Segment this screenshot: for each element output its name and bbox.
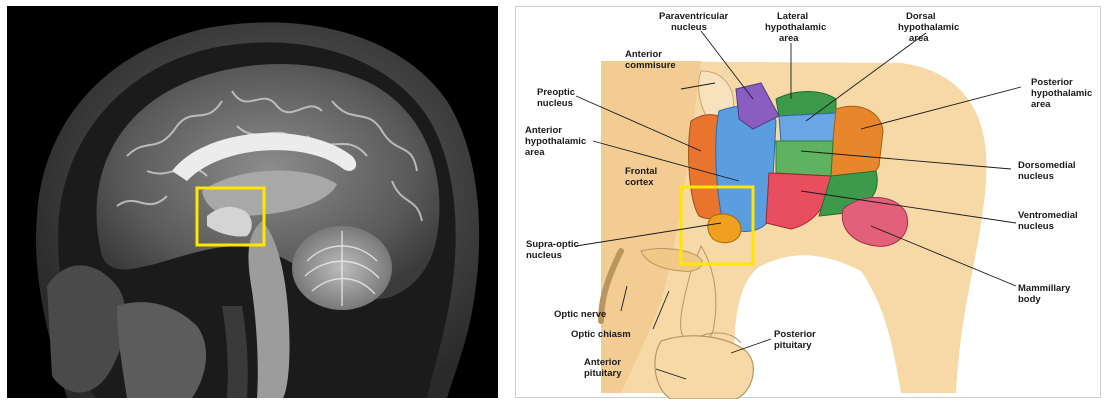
diagram-drawing: Paraventricular nucleus Lateral hypothal… — [516, 7, 1102, 399]
label-preoptic-1: Preoptic — [537, 87, 575, 98]
label-dorsomedial-2: nucleus — [1018, 171, 1054, 182]
label-dorsal-3: area — [909, 33, 929, 44]
label-anterior-hypothalamic-2: hypothalamic — [525, 136, 586, 147]
label-optic-nerve: Optic nerve — [554, 309, 606, 320]
label-lateral-2: hypothalamic — [765, 22, 826, 33]
label-anterior-hypothalamic-3: area — [525, 147, 545, 158]
label-lateral-3: area — [779, 33, 799, 44]
label-anterior-pituitary-2: pituitary — [584, 368, 622, 379]
label-posterior-pituitary-1: Posterior — [774, 329, 816, 340]
label-mammillary-1: Mammillary — [1018, 283, 1071, 294]
mri-drawing — [7, 6, 498, 398]
label-paraventricular-1: Paraventricular — [659, 11, 728, 22]
label-anterior-hypothalamic-1: Anterior — [525, 125, 562, 136]
label-posterior-1: Posterior — [1031, 77, 1073, 88]
label-ventromedial-1: Ventromedial — [1018, 210, 1078, 221]
label-posterior-3: area — [1031, 99, 1051, 110]
label-posterior-2: hypothalamic — [1031, 88, 1092, 99]
label-posterior-pituitary-2: pituitary — [774, 340, 812, 351]
label-frontal-cortex-1: Frontal — [625, 166, 657, 177]
label-dorsal-1: Dorsal — [906, 11, 936, 22]
supraoptic-nucleus — [708, 214, 741, 243]
label-anterior-pituitary-1: Anterior — [584, 357, 621, 368]
label-dorsomedial-1: Dorsomedial — [1018, 160, 1076, 171]
pituitary-gland — [655, 336, 754, 399]
label-ventromedial-2: nucleus — [1018, 221, 1054, 232]
hypothalamus-diagram: Paraventricular nucleus Lateral hypothal… — [515, 6, 1101, 398]
mri-sagittal-image — [7, 6, 498, 398]
label-anterior-commissure-1: Anterior — [625, 49, 662, 60]
label-mammillary-2: body — [1018, 294, 1041, 305]
label-frontal-cortex-2: cortex — [625, 177, 654, 188]
label-anterior-commissure-2: commisure — [625, 60, 676, 71]
dorsal-hypothalamic-area — [779, 113, 836, 143]
label-supraoptic-1: Supra-optic — [526, 239, 579, 250]
dorsomedial-nucleus — [776, 141, 833, 176]
label-preoptic-2: nucleus — [537, 98, 573, 109]
label-lateral-1: Lateral — [777, 11, 808, 22]
label-optic-chiasm: Optic chiasm — [571, 329, 631, 340]
label-paraventricular-2: nucleus — [671, 22, 707, 33]
label-supraoptic-2: nucleus — [526, 250, 562, 261]
posterior-hypothalamic-area — [831, 106, 883, 181]
lateral-hypothalamic-area — [776, 92, 836, 117]
label-dorsal-2: hypothalamic — [898, 22, 959, 33]
